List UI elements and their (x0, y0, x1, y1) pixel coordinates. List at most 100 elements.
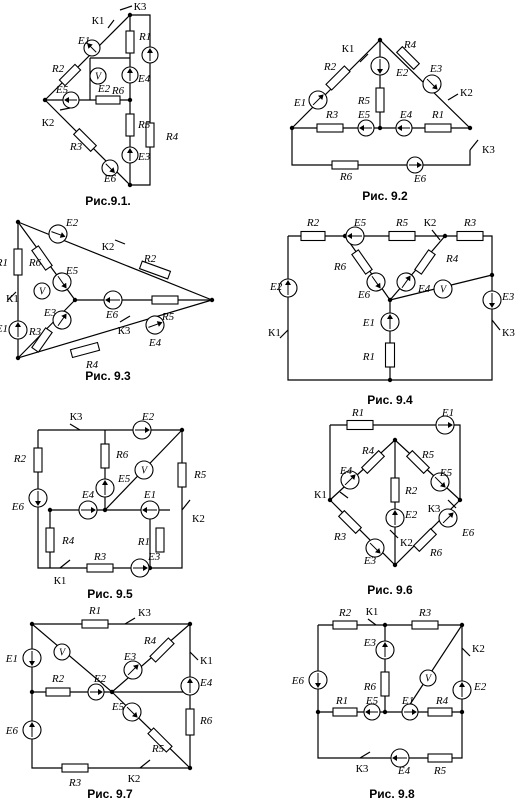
label-r6: R6 (429, 547, 443, 559)
k3-switch[interactable] (491, 319, 501, 331)
r1-resistor (125, 30, 135, 54)
label-r2: R2 (338, 607, 352, 619)
label-r3: R3 (93, 551, 107, 563)
k1-switch[interactable] (279, 329, 289, 339)
e3-source-icon (482, 290, 502, 310)
k2-switch[interactable] (181, 499, 191, 511)
k3-switch[interactable] (359, 751, 371, 759)
junction-node (392, 437, 398, 443)
label-r3: R3 (325, 109, 339, 121)
junction-node (127, 12, 133, 18)
label-к1: К1 (54, 575, 67, 587)
e2-source-icon (132, 420, 152, 440)
k1-switch[interactable] (59, 559, 71, 569)
k3-switch[interactable] (119, 5, 133, 11)
k3-switch[interactable] (119, 315, 131, 323)
r5-resistor (177, 462, 187, 488)
e2-source-icon (278, 278, 298, 298)
wire (130, 14, 151, 186)
figure-caption: Рис.9.1. (85, 194, 130, 208)
figure-caption: Рис. 9.2 (362, 189, 408, 203)
r1-resistor (384, 342, 396, 368)
k2-switch[interactable] (447, 93, 459, 101)
label-e3: E3 (43, 307, 57, 319)
label-r2: R2 (13, 453, 27, 465)
k3-switch[interactable] (124, 617, 136, 625)
r5-resistor (147, 727, 173, 753)
label-r6: R6 (339, 171, 353, 183)
e1-source-icon (435, 415, 455, 435)
voltmeter-icon: V (33, 282, 51, 300)
label-к3: К3 (428, 503, 441, 515)
label-к2: К2 (192, 513, 205, 525)
k1-switch[interactable] (7, 291, 17, 301)
e6-source-icon (438, 508, 458, 528)
label-к3: К3 (482, 144, 495, 156)
label-e5: E5 (353, 217, 367, 229)
k1-switch[interactable] (359, 53, 369, 63)
label-r2: R2 (51, 673, 65, 685)
k3-switch[interactable] (469, 139, 479, 151)
r3-resistor (411, 620, 439, 630)
junction-node (382, 622, 388, 628)
r6-resistor (331, 160, 359, 170)
k1-switch[interactable] (189, 651, 199, 661)
label-e2: E2 (141, 411, 155, 423)
label-r5: R5 (161, 311, 175, 323)
k2-switch[interactable] (431, 229, 441, 241)
k2-switch[interactable] (59, 107, 71, 111)
label-к1: К1 (342, 43, 355, 55)
label-e6: E6 (461, 527, 475, 539)
label-к2: К2 (460, 87, 473, 99)
label-r2: R2 (51, 63, 65, 75)
label-r6: R6 (199, 715, 213, 727)
r6-resistor (100, 443, 110, 469)
junction-node (42, 97, 48, 103)
label-r4: R4 (61, 535, 75, 547)
label-к3: К3 (502, 327, 515, 339)
e5-source-icon (357, 119, 375, 137)
r2-resistor (45, 687, 71, 697)
label-к2: К2 (42, 117, 55, 129)
k1-switch[interactable] (367, 618, 377, 626)
k3-switch[interactable] (69, 423, 81, 431)
label-e5: E5 (65, 265, 79, 277)
label-r2: R2 (143, 253, 157, 265)
e5-source-icon (345, 226, 365, 246)
figure-caption: Рис. 9.8 (369, 787, 415, 801)
k2-switch[interactable] (389, 529, 399, 539)
junction-node (29, 689, 35, 695)
e6-source-icon (308, 670, 328, 690)
k3-switch[interactable] (447, 499, 457, 509)
label-e4: E4 (199, 677, 213, 689)
k2-switch[interactable] (461, 647, 471, 657)
label-к3: К3 (118, 325, 131, 337)
r1-resistor (424, 123, 452, 133)
e4-source-icon (180, 676, 200, 696)
e7-source-icon (141, 46, 159, 64)
label-к2: К2 (128, 773, 141, 785)
k1-switch[interactable] (339, 491, 349, 499)
junction-node (459, 709, 465, 715)
r3-resistor (337, 509, 363, 535)
junction-node (459, 622, 465, 628)
voltmeter-icon: V (419, 669, 437, 687)
k2-switch[interactable] (139, 759, 151, 769)
figure-caption: Рис. 9.6 (367, 583, 413, 597)
e4b-source-icon (52, 310, 72, 330)
junction-node (29, 621, 35, 627)
figure-caption: Рис. 9.5 (87, 587, 133, 601)
label-r1: R1 (88, 605, 101, 617)
e2-source-icon (385, 508, 405, 528)
k1-switch[interactable] (107, 19, 115, 29)
label-r3: R3 (333, 531, 347, 543)
label-к3: К3 (356, 763, 369, 775)
e6-source-icon (28, 488, 48, 508)
wire (17, 221, 214, 359)
k2-switch[interactable] (114, 239, 126, 245)
